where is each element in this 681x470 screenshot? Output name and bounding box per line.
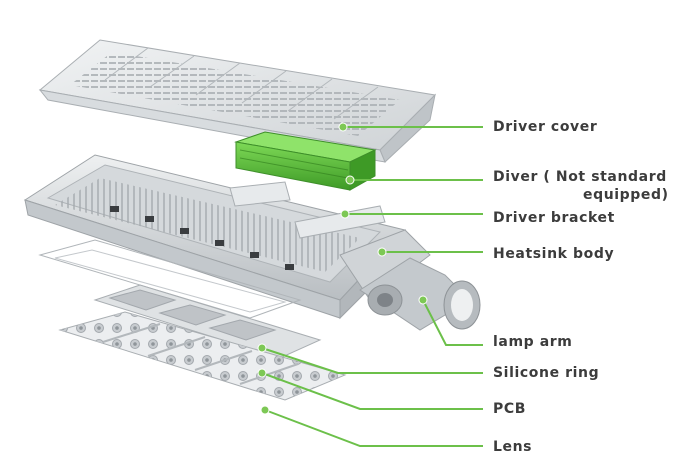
- label-pcb: PCB: [493, 401, 527, 417]
- leader-line-lamp-arm: [422, 299, 483, 346]
- label-lens: Lens: [493, 439, 533, 455]
- label-driver-line1: Diver ( Not standard: [493, 169, 667, 185]
- dot-driver-bracket: [340, 209, 350, 219]
- pcb-part: [93, 284, 322, 359]
- driver-cover-part: [38, 39, 437, 163]
- dot-silicone-ring: [257, 343, 267, 353]
- leader-lines: [261, 126, 483, 447]
- leader-line-pcb: [261, 372, 483, 410]
- dot-pcb: [257, 368, 267, 378]
- label-driver-cover: Driver cover: [493, 119, 598, 135]
- label-driver-bracket: Driver bracket: [493, 210, 615, 226]
- dot-lens: [260, 405, 270, 415]
- leader-line-lens: [264, 409, 483, 447]
- leader-dots: [257, 122, 428, 415]
- dot-heatsink-body: [377, 247, 387, 257]
- label-driver-line2: equipped): [583, 187, 669, 203]
- dot-driver: [345, 175, 355, 185]
- label-silicone-ring: Silicone ring: [493, 365, 600, 381]
- dot-driver-cover: [338, 122, 348, 132]
- dot-lamp-arm: [418, 295, 428, 305]
- label-heatsink-body: Heatsink body: [493, 246, 615, 262]
- label-lamp-arm: lamp arm: [493, 334, 573, 350]
- leader-line-silicone-ring: [261, 347, 483, 374]
- lamp-arm-part: [359, 257, 481, 331]
